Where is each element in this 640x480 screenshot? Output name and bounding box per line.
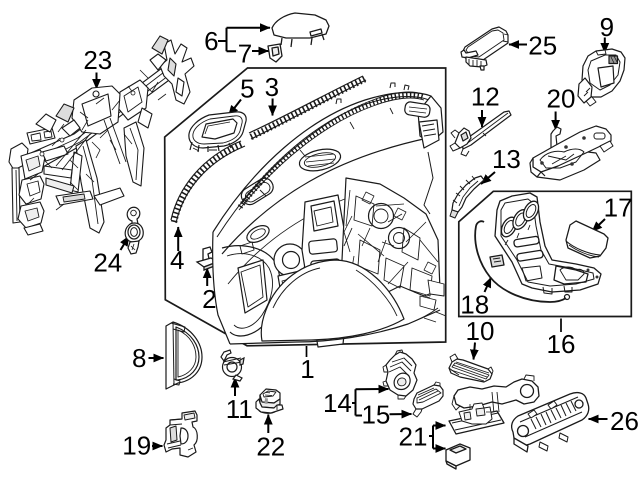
- svg-text:1: 1: [300, 354, 314, 384]
- svg-text:10: 10: [466, 316, 495, 346]
- svg-text:11: 11: [226, 394, 253, 424]
- svg-text:23: 23: [83, 45, 112, 75]
- svg-text:4: 4: [170, 245, 184, 275]
- svg-text:13: 13: [492, 144, 521, 174]
- svg-text:24: 24: [93, 247, 122, 277]
- svg-text:5: 5: [240, 74, 254, 104]
- svg-text:16: 16: [547, 329, 576, 359]
- svg-text:21: 21: [399, 422, 428, 452]
- svg-text:22: 22: [256, 432, 285, 462]
- svg-text:7: 7: [238, 39, 252, 69]
- svg-text:17: 17: [604, 193, 633, 223]
- svg-text:3: 3: [265, 72, 279, 102]
- svg-text:2: 2: [202, 284, 216, 314]
- svg-text:9: 9: [600, 12, 614, 42]
- svg-text:8: 8: [132, 343, 146, 373]
- svg-text:19: 19: [122, 431, 151, 461]
- svg-text:12: 12: [471, 81, 500, 111]
- svg-text:18: 18: [460, 290, 489, 320]
- svg-text:20: 20: [547, 84, 576, 114]
- svg-text:14: 14: [323, 388, 352, 418]
- svg-text:6: 6: [204, 26, 218, 56]
- svg-text:26: 26: [610, 406, 639, 436]
- svg-text:25: 25: [528, 30, 557, 60]
- svg-text:15: 15: [361, 399, 390, 429]
